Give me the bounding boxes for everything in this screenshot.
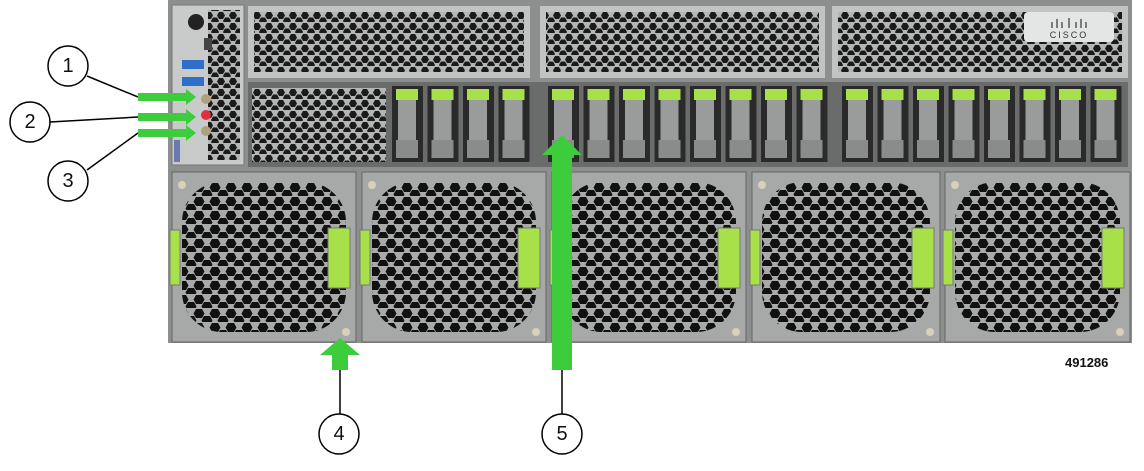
fan-latch-icon (717, 227, 741, 289)
svg-text:2: 2 (24, 111, 35, 133)
control-panel (171, 4, 245, 166)
drive-sled (1055, 86, 1086, 162)
callout-1: 1 (47, 45, 89, 87)
drive-bays-row (248, 82, 1128, 167)
fan-latch-icon (1101, 227, 1125, 289)
fan-module (359, 171, 547, 343)
server-chassis-photo: CISCO (168, 0, 1132, 343)
arrow-4-icon (320, 338, 360, 370)
drive-latch-icon (552, 89, 574, 100)
callout-2: 2 (9, 101, 51, 143)
drive-latch-icon (1094, 89, 1117, 100)
callout-5: 5 (541, 413, 583, 455)
leader-lines (49, 75, 563, 414)
drive-sled (796, 86, 828, 162)
usb3-port-icon (182, 77, 204, 86)
fan-module (942, 171, 1131, 343)
arrow-2-icon (138, 109, 196, 125)
drive-sled (842, 86, 873, 162)
drive-latch-icon (800, 89, 823, 100)
reset-button-icon (201, 110, 211, 120)
drive-latch-icon (881, 89, 904, 100)
fan-modules-row (169, 171, 1131, 343)
callout-3: 3 (47, 160, 89, 202)
fan-module (549, 171, 747, 343)
drive-latch-icon (846, 89, 868, 100)
drive-latch-icon (658, 89, 681, 100)
drive-sled (761, 86, 792, 162)
drive-sled (725, 86, 757, 162)
usb-port-icon (204, 38, 212, 50)
drive-sled (948, 86, 980, 162)
fan-module (749, 171, 941, 343)
drive-sled (427, 86, 459, 162)
cisco-logo: CISCO (1024, 12, 1114, 42)
indicator-arrows (138, 89, 582, 370)
drive-latch-icon (952, 89, 975, 100)
usb3-port-icon (182, 60, 204, 69)
drive-latch-icon (1023, 89, 1046, 100)
drive-sled (1019, 86, 1051, 162)
callout-4: 4 (318, 413, 360, 455)
drive-sled (463, 86, 494, 162)
svg-text:5: 5 (556, 423, 567, 445)
figure-id: 491286 (1065, 355, 1108, 370)
fan-module (169, 171, 357, 343)
arrow-3-icon (138, 125, 196, 141)
drive-sled (498, 86, 530, 162)
drive-latch-icon (431, 89, 454, 100)
drive-sled (690, 86, 721, 162)
drive-latch-icon (694, 89, 716, 100)
drive-sled (583, 86, 615, 162)
top-blank-bays: CISCO (248, 6, 1128, 78)
drive-latch-icon (623, 89, 645, 100)
drive-sled (984, 86, 1015, 162)
drive-latch-icon (1059, 89, 1081, 100)
svg-text:CISCO: CISCO (1050, 30, 1089, 40)
fan-latch-icon (911, 227, 935, 289)
power-button (188, 14, 204, 30)
drive-latch-icon (765, 89, 787, 100)
drive-latch-icon (587, 89, 610, 100)
svg-text:1: 1 (62, 55, 73, 77)
arrow-1-icon (138, 89, 196, 105)
fan-latch-icon (327, 227, 351, 289)
drive-latch-icon (917, 89, 939, 100)
drive-sled (392, 86, 423, 162)
drive-latch-icon (467, 89, 489, 100)
drive-sled (619, 86, 650, 162)
drive-sled (913, 86, 944, 162)
status-led-icon (201, 126, 211, 136)
svg-text:3: 3 (62, 170, 73, 192)
svg-text:4: 4 (333, 423, 344, 445)
arrow-5-icon (542, 135, 582, 370)
drive-latch-icon (988, 89, 1010, 100)
drive-sled (654, 86, 686, 162)
drive-latch-icon (502, 89, 525, 100)
drive-sled (877, 86, 909, 162)
fan-latch-icon (517, 227, 541, 289)
status-led-icon (201, 94, 211, 104)
drive-latch-icon (396, 89, 418, 100)
drive-latch-icon (729, 89, 752, 100)
drive-sled (1090, 86, 1122, 162)
